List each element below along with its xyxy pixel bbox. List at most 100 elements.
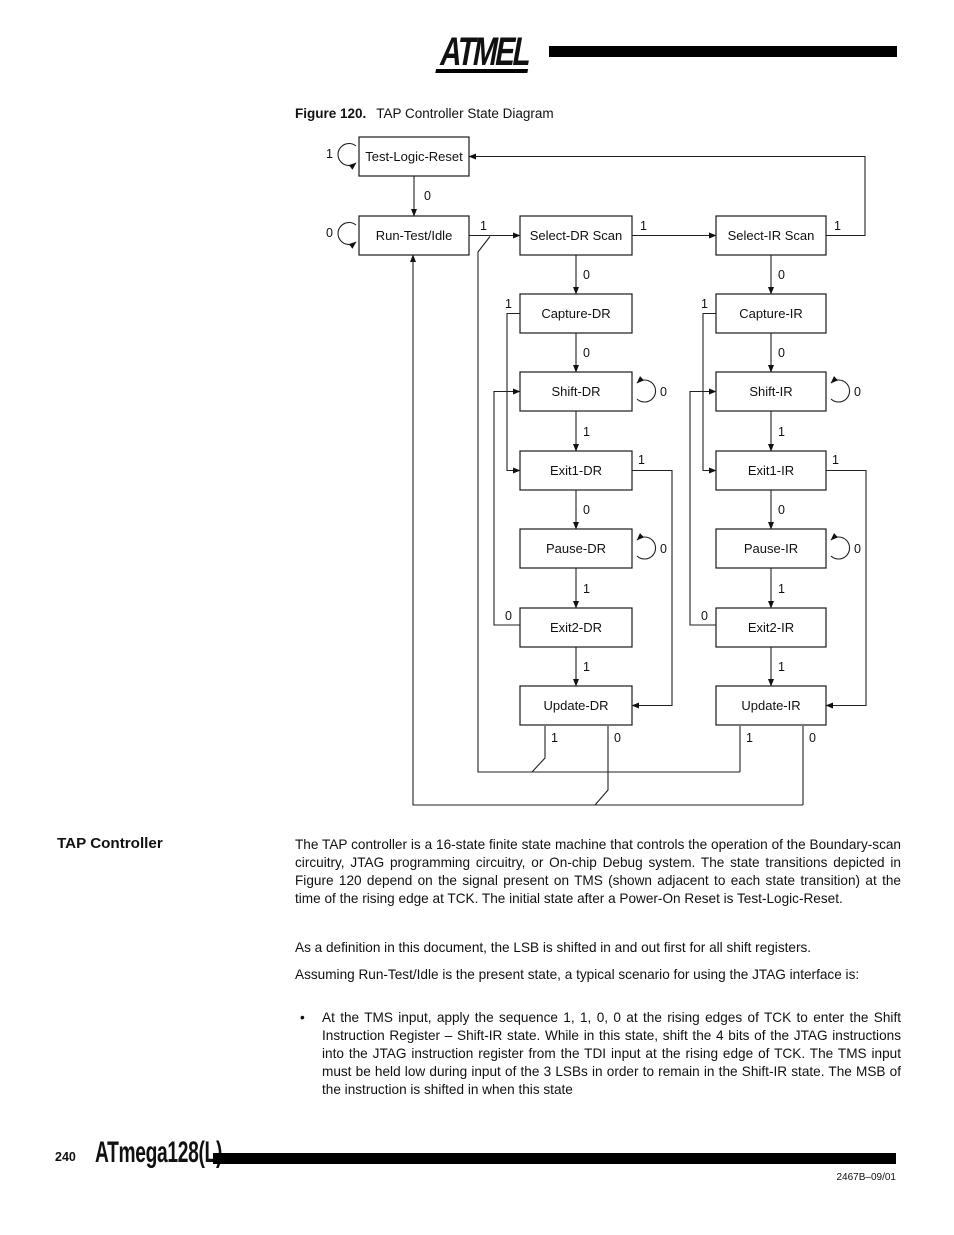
tms-label-pausedr-self: 0 (660, 542, 667, 556)
tms-label-shiftir-self: 0 (854, 385, 861, 399)
state-label: Exit2-IR (748, 620, 794, 635)
tms-label-capturedr-exit1dr: 1 (505, 297, 512, 311)
selfloop-shiftir (830, 376, 851, 403)
tms-label-pauseir-self: 0 (854, 542, 861, 556)
wire-updatedr-tms1-drop (531, 726, 546, 773)
state-label: Test-Logic-Reset (365, 149, 463, 164)
figure-caption-number: Figure 120. (295, 106, 367, 121)
selfloop-tlr (337, 142, 357, 170)
tms-label-exit2ir-updateir: 1 (778, 660, 785, 674)
paragraph: Assuming Run-Test/Idle is the present st… (295, 967, 860, 982)
tms-label-tlr-rti: 0 (424, 189, 431, 203)
state-label: Capture-IR (739, 306, 803, 321)
tms-label-updatedr-zero: 0 (614, 731, 621, 745)
state-label: Run-Test/Idle (376, 228, 453, 243)
tms-label-exit2dr-shiftdr: 0 (505, 609, 512, 623)
tms-label-selectdr-selectir: 1 (640, 219, 647, 233)
tms-label-exit2dr-updatedr: 1 (583, 660, 590, 674)
paragraph: The TAP controller is a 16-state finite … (295, 837, 901, 906)
page-number: 240 (55, 1150, 76, 1164)
selfloop-rti (337, 221, 357, 249)
state-test-logic-reset: Test-Logic-Reset (358, 136, 470, 177)
paragraph: As a definition in this document, the LS… (295, 940, 812, 955)
state-label: Exit2-DR (550, 620, 602, 635)
transitions (337, 142, 867, 806)
transition-selectir-to-tlr (468, 153, 866, 237)
bullet-marker: • (300, 1010, 305, 1025)
state-label: Capture-DR (541, 306, 610, 321)
tms-label-selectdr-capturedr: 0 (583, 268, 590, 282)
header-rule-bar (549, 46, 897, 57)
tms-label-captureir-shiftir: 0 (778, 346, 785, 360)
state-run-test-idle: Run-Test/Idle (358, 215, 470, 256)
tms-label-rti-selectdr: 1 (480, 219, 487, 233)
wire-update-to-rti-bus (410, 254, 803, 806)
tms-label-pausedr-exit2dr: 1 (583, 582, 590, 596)
state-exit2-ir: Exit2-IR (715, 607, 827, 648)
tms-label-shiftir-exit1ir: 1 (778, 425, 785, 439)
transition-exit1ir-to-updateir (825, 469, 867, 709)
figure-caption: Figure 120. TAP Controller State Diagram (295, 106, 554, 121)
tms-label-exit1dr-pausedr: 0 (583, 503, 590, 517)
tms-label-capturedr-shiftdr: 0 (583, 346, 590, 360)
state-exit2-dr: Exit2-DR (519, 607, 633, 648)
bullet-item: • At the TMS input, apply the sequence 1… (300, 1009, 901, 1099)
state-label: Exit1-DR (550, 463, 602, 478)
tms-label-pauseir-exit2ir: 1 (778, 582, 785, 596)
state-pause-dr: Pause-DR (519, 528, 633, 569)
state-label: Select-DR Scan (530, 228, 622, 243)
figure-caption-title: TAP Controller State Diagram (376, 106, 554, 121)
state-capture-ir: Capture-IR (715, 293, 827, 334)
tms-label-updateir-zero: 0 (809, 731, 816, 745)
wire-update-to-selectdr-bus (477, 236, 740, 773)
state-label: Update-IR (741, 698, 800, 713)
tms-label-updatedr-one: 1 (551, 731, 558, 745)
state-label: Pause-IR (744, 541, 798, 556)
tms-label-exit1ir-pauseir: 0 (778, 503, 785, 517)
tms-label-shiftdr-self: 0 (660, 385, 667, 399)
state-label: Exit1-IR (748, 463, 794, 478)
state-exit1-dr: Exit1-DR (519, 450, 633, 491)
tms-label-selectir-tlr: 1 (834, 219, 841, 233)
transition-exit2dr-to-shiftdr (493, 388, 521, 626)
state-label: Pause-DR (546, 541, 606, 556)
tms-label-exit2ir-shiftir: 0 (701, 609, 708, 623)
tms-label-shiftdr-exit1dr: 1 (583, 425, 590, 439)
transition-exit2ir-to-shiftir (689, 388, 717, 626)
tms-label-updateir-one: 1 (746, 731, 753, 745)
doc-revision-code: 2467B–09/01 (836, 1172, 896, 1183)
tms-label-captureir-exit1ir: 1 (701, 297, 708, 311)
transition-exit1dr-to-updatedr (631, 469, 673, 709)
state-shift-ir: Shift-IR (715, 371, 827, 412)
tms-label-exit1dr-updatedr: 1 (638, 453, 645, 467)
state-capture-dr: Capture-DR (519, 293, 633, 334)
selfloop-pauseir (830, 533, 851, 560)
state-label: Select-IR Scan (728, 228, 815, 243)
selfloop-shiftdr (636, 376, 657, 403)
atmel-logo-underline (435, 69, 529, 73)
tms-labels: 1 0 0 1 1 1 0 0 1 0 1 1 0 0 1 0 1 1 1 0 … (326, 147, 861, 745)
tms-label-selectir-captureir: 0 (778, 268, 785, 282)
selfloop-pausedr (636, 533, 657, 560)
wire-updatedr-tms0-drop (594, 726, 609, 806)
bullet-text: At the TMS input, apply the sequence 1, … (322, 1010, 901, 1097)
state-pause-ir: Pause-IR (715, 528, 827, 569)
atmel-logo-text: ATMEL (437, 29, 535, 74)
state-label: Shift-IR (749, 384, 792, 399)
tms-label-rti-self: 0 (326, 226, 333, 240)
state-label: Shift-DR (551, 384, 600, 399)
state-update-ir: Update-IR (715, 685, 827, 726)
state-select-dr-scan: Select-DR Scan (519, 215, 633, 256)
tap-state-diagram: Test-Logic-Reset Run-Test/Idle Select-DR… (326, 136, 867, 806)
states: Test-Logic-Reset Run-Test/Idle Select-DR… (358, 136, 827, 726)
tms-label-tlr-self: 1 (326, 147, 333, 161)
state-update-dr: Update-DR (519, 685, 633, 726)
state-exit1-ir: Exit1-IR (715, 450, 827, 491)
tms-label-exit1ir-updateir: 1 (832, 453, 839, 467)
section-heading: TAP Controller (57, 835, 163, 852)
state-label: Update-DR (543, 698, 608, 713)
state-shift-dr: Shift-DR (519, 371, 633, 412)
atmel-logo: ATMEL (435, 29, 535, 74)
footer-doc-title: ATmega128(L) (95, 1136, 223, 1169)
